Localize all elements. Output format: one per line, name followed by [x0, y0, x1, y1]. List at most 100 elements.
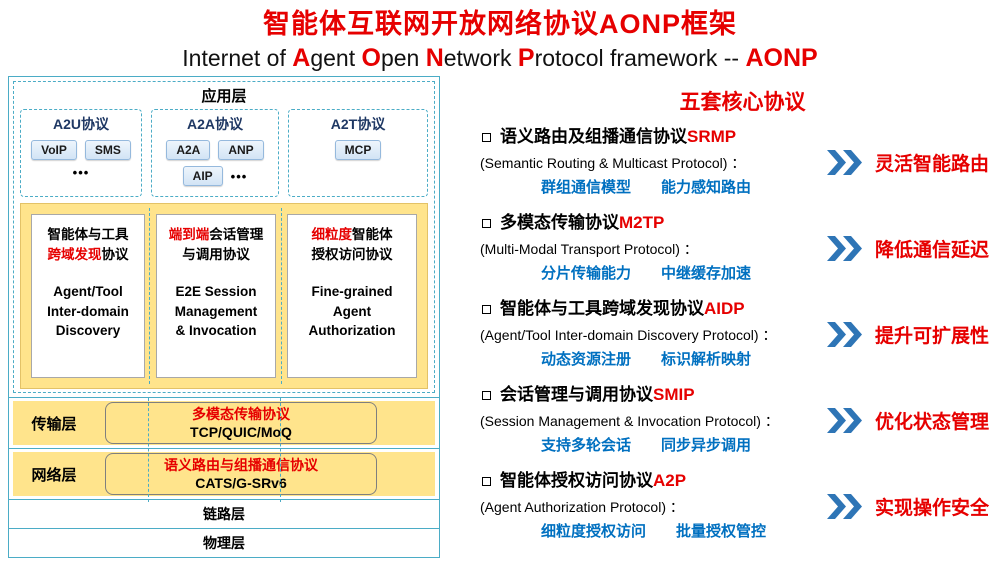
- card-cn-black: 授权访问协议: [311, 246, 393, 262]
- subtitle-aonp: AONP: [745, 44, 818, 72]
- subtitle-segment: Internet of: [182, 45, 293, 71]
- card-en-line: Agent: [332, 303, 372, 319]
- chip-row: A2A ANP: [156, 140, 274, 160]
- transport-layer-band: 传输层 多模态传输协议 TCP/QUIC/MoQ: [13, 401, 435, 445]
- card-en-line: Inter-domain: [47, 303, 129, 319]
- card-cn-red: 端到端: [168, 227, 210, 242]
- benefit-label: 降低通信延迟: [875, 239, 990, 261]
- card-gap: [288, 264, 416, 282]
- main-title: 智能体互联网开放网络协议AONP框架: [262, 9, 737, 39]
- protocol-group-a2u: A2U协议 VoIP SMS •••: [20, 109, 142, 197]
- protocol-features: 细粒度授权访问 批量授权管控: [479, 521, 827, 542]
- protocol-name-en: (Multi-Modal Transport Protocol) ：: [480, 241, 698, 257]
- double-chevron-icon: [827, 407, 862, 433]
- protocol-features: 群组通信模型 能力感知路由: [479, 177, 827, 198]
- more-dots: •••: [72, 165, 90, 180]
- protocol-abbr: M2TP: [619, 213, 665, 232]
- card-en-line: & Invocation: [175, 323, 257, 339]
- double-chevron-icon: [827, 149, 862, 175]
- transport-box-wrap: 多模态传输协议 TCP/QUIC/MoQ: [95, 401, 435, 445]
- transport-layer-row: 传输层 多模态传输协议 TCP/QUIC/MoQ: [9, 397, 439, 448]
- card-cn-line: 跨域发现协议: [32, 245, 144, 265]
- subtitle-segment: pen: [380, 45, 426, 71]
- benefit-label: 灵活智能路由: [875, 153, 990, 175]
- double-chevron-icon: [827, 235, 862, 261]
- protocol-group-a2a: A2A协议 A2A ANP AIP •••: [151, 109, 279, 197]
- card-cn-black: 会话管理: [209, 227, 264, 242]
- card-gap: [157, 264, 275, 282]
- group-title: A2U协议: [52, 116, 109, 132]
- feature: 标识解析映射: [661, 351, 752, 368]
- protocol-benefit-group: 提升可扩展性: [827, 321, 989, 348]
- card-en-line: Fine-grained: [311, 284, 393, 300]
- chip-row: AIP •••: [156, 166, 274, 186]
- card-cn-line: 智能体与工具: [32, 225, 144, 245]
- application-protocols-yellow-box: 智能体与工具 跨域发现协议 Agent/Tool Inter-domain Di…: [20, 203, 428, 389]
- protocol-name-en: (Agent Authorization Protocol) ：: [480, 499, 684, 515]
- benefit-label: 优化状态管理: [875, 411, 990, 433]
- group-title: A2A协议: [186, 116, 243, 132]
- chip-anp: ANP: [218, 140, 264, 160]
- card-gap: [32, 264, 144, 282]
- dashed-divider: [149, 208, 150, 384]
- dashed-column-line: [148, 398, 149, 502]
- subtitle-segment: rotocol framework --: [534, 45, 746, 71]
- subtitle-red-letter: O: [361, 44, 381, 72]
- card-cn-line: 授权访问协议: [288, 245, 416, 265]
- protocol-benefit-group: 降低通信延迟: [827, 235, 989, 262]
- discovery-protocol-card: 智能体与工具 跨域发现协议 Agent/Tool Inter-domain Di…: [31, 214, 145, 378]
- card-en-line: Management: [174, 303, 258, 319]
- protocol-name-cn: 多模态传输协议: [500, 213, 619, 232]
- card-en-line: Agent/Tool: [53, 284, 123, 300]
- benefit-label: 提升可扩展性: [875, 325, 990, 347]
- double-chevron-icon: [827, 493, 862, 519]
- feature: 分片传输能力: [541, 265, 632, 282]
- card-en-line: Discovery: [55, 323, 121, 339]
- chip-row: VoIP SMS: [25, 140, 137, 160]
- chip-voip: VoIP: [31, 140, 77, 160]
- header: 智能体互联网开放网络协议AONP框架 Internet of Agent Ope…: [0, 2, 1000, 73]
- feature: 同步异步调用: [661, 437, 752, 454]
- card-en-line: E2E Session: [175, 284, 257, 300]
- dashed-divider: [281, 208, 282, 384]
- network-box-wrap: 语义路由与组播通信协议 CATS/G-SRv6: [95, 452, 435, 496]
- chip-a2a: A2A: [166, 140, 211, 160]
- transport-protocol-name: 多模态传输协议: [192, 405, 290, 422]
- feature: 动态资源注册: [541, 351, 632, 368]
- authorization-protocol-card: 细粒度智能体 授权访问协议 Fine-grained Agent Authori…: [287, 214, 417, 378]
- card-en-line: Authorization: [308, 323, 396, 339]
- card-cn-line: 细粒度智能体: [288, 225, 416, 245]
- network-layer-row: 网络层 语义路由与组播通信协议 CATS/G-SRv6: [9, 448, 439, 499]
- protocol-features: 分片传输能力 中继缓存加速: [479, 263, 827, 284]
- dashed-column-line: [280, 398, 281, 502]
- application-layer-label: 应用层: [201, 88, 247, 105]
- network-layer-band: 网络层 语义路由与组播通信协议 CATS/G-SRv6: [13, 452, 435, 496]
- subtitle-segment: etwork: [443, 45, 518, 71]
- chip-aip: AIP: [182, 166, 223, 186]
- physical-layer-row: 物理层: [9, 528, 439, 557]
- chip-sms: SMS: [84, 140, 131, 160]
- protocol-abbr: AIDP: [704, 299, 745, 318]
- network-protocol-name: 语义路由与组播通信协议: [164, 456, 318, 473]
- square-bullet-icon: [482, 391, 491, 400]
- feature: 群组通信模型: [541, 179, 632, 196]
- network-protocol-box: 语义路由与组播通信协议 CATS/G-SRv6: [105, 452, 377, 496]
- protocol-features: 动态资源注册 标识解析映射: [479, 349, 827, 370]
- subtitle-red-letter: N: [425, 44, 444, 72]
- protocol-name-cn: 会话管理与调用协议: [500, 385, 653, 404]
- protocol-name-cn: 智能体授权访问协议: [500, 471, 653, 490]
- session-protocol-card: 端到端会话管理 与调用协议 E2E Session Management & I…: [156, 214, 276, 378]
- protocol-abbr: A2P: [653, 471, 687, 490]
- protocol-group-a2t: A2T协议 MCP: [288, 109, 428, 197]
- protocol-benefit-group: 实现操作安全: [827, 493, 989, 520]
- application-layer-section: 应用层 A2U协议 VoIP SMS ••• A2A协议 A2A ANP: [9, 77, 439, 397]
